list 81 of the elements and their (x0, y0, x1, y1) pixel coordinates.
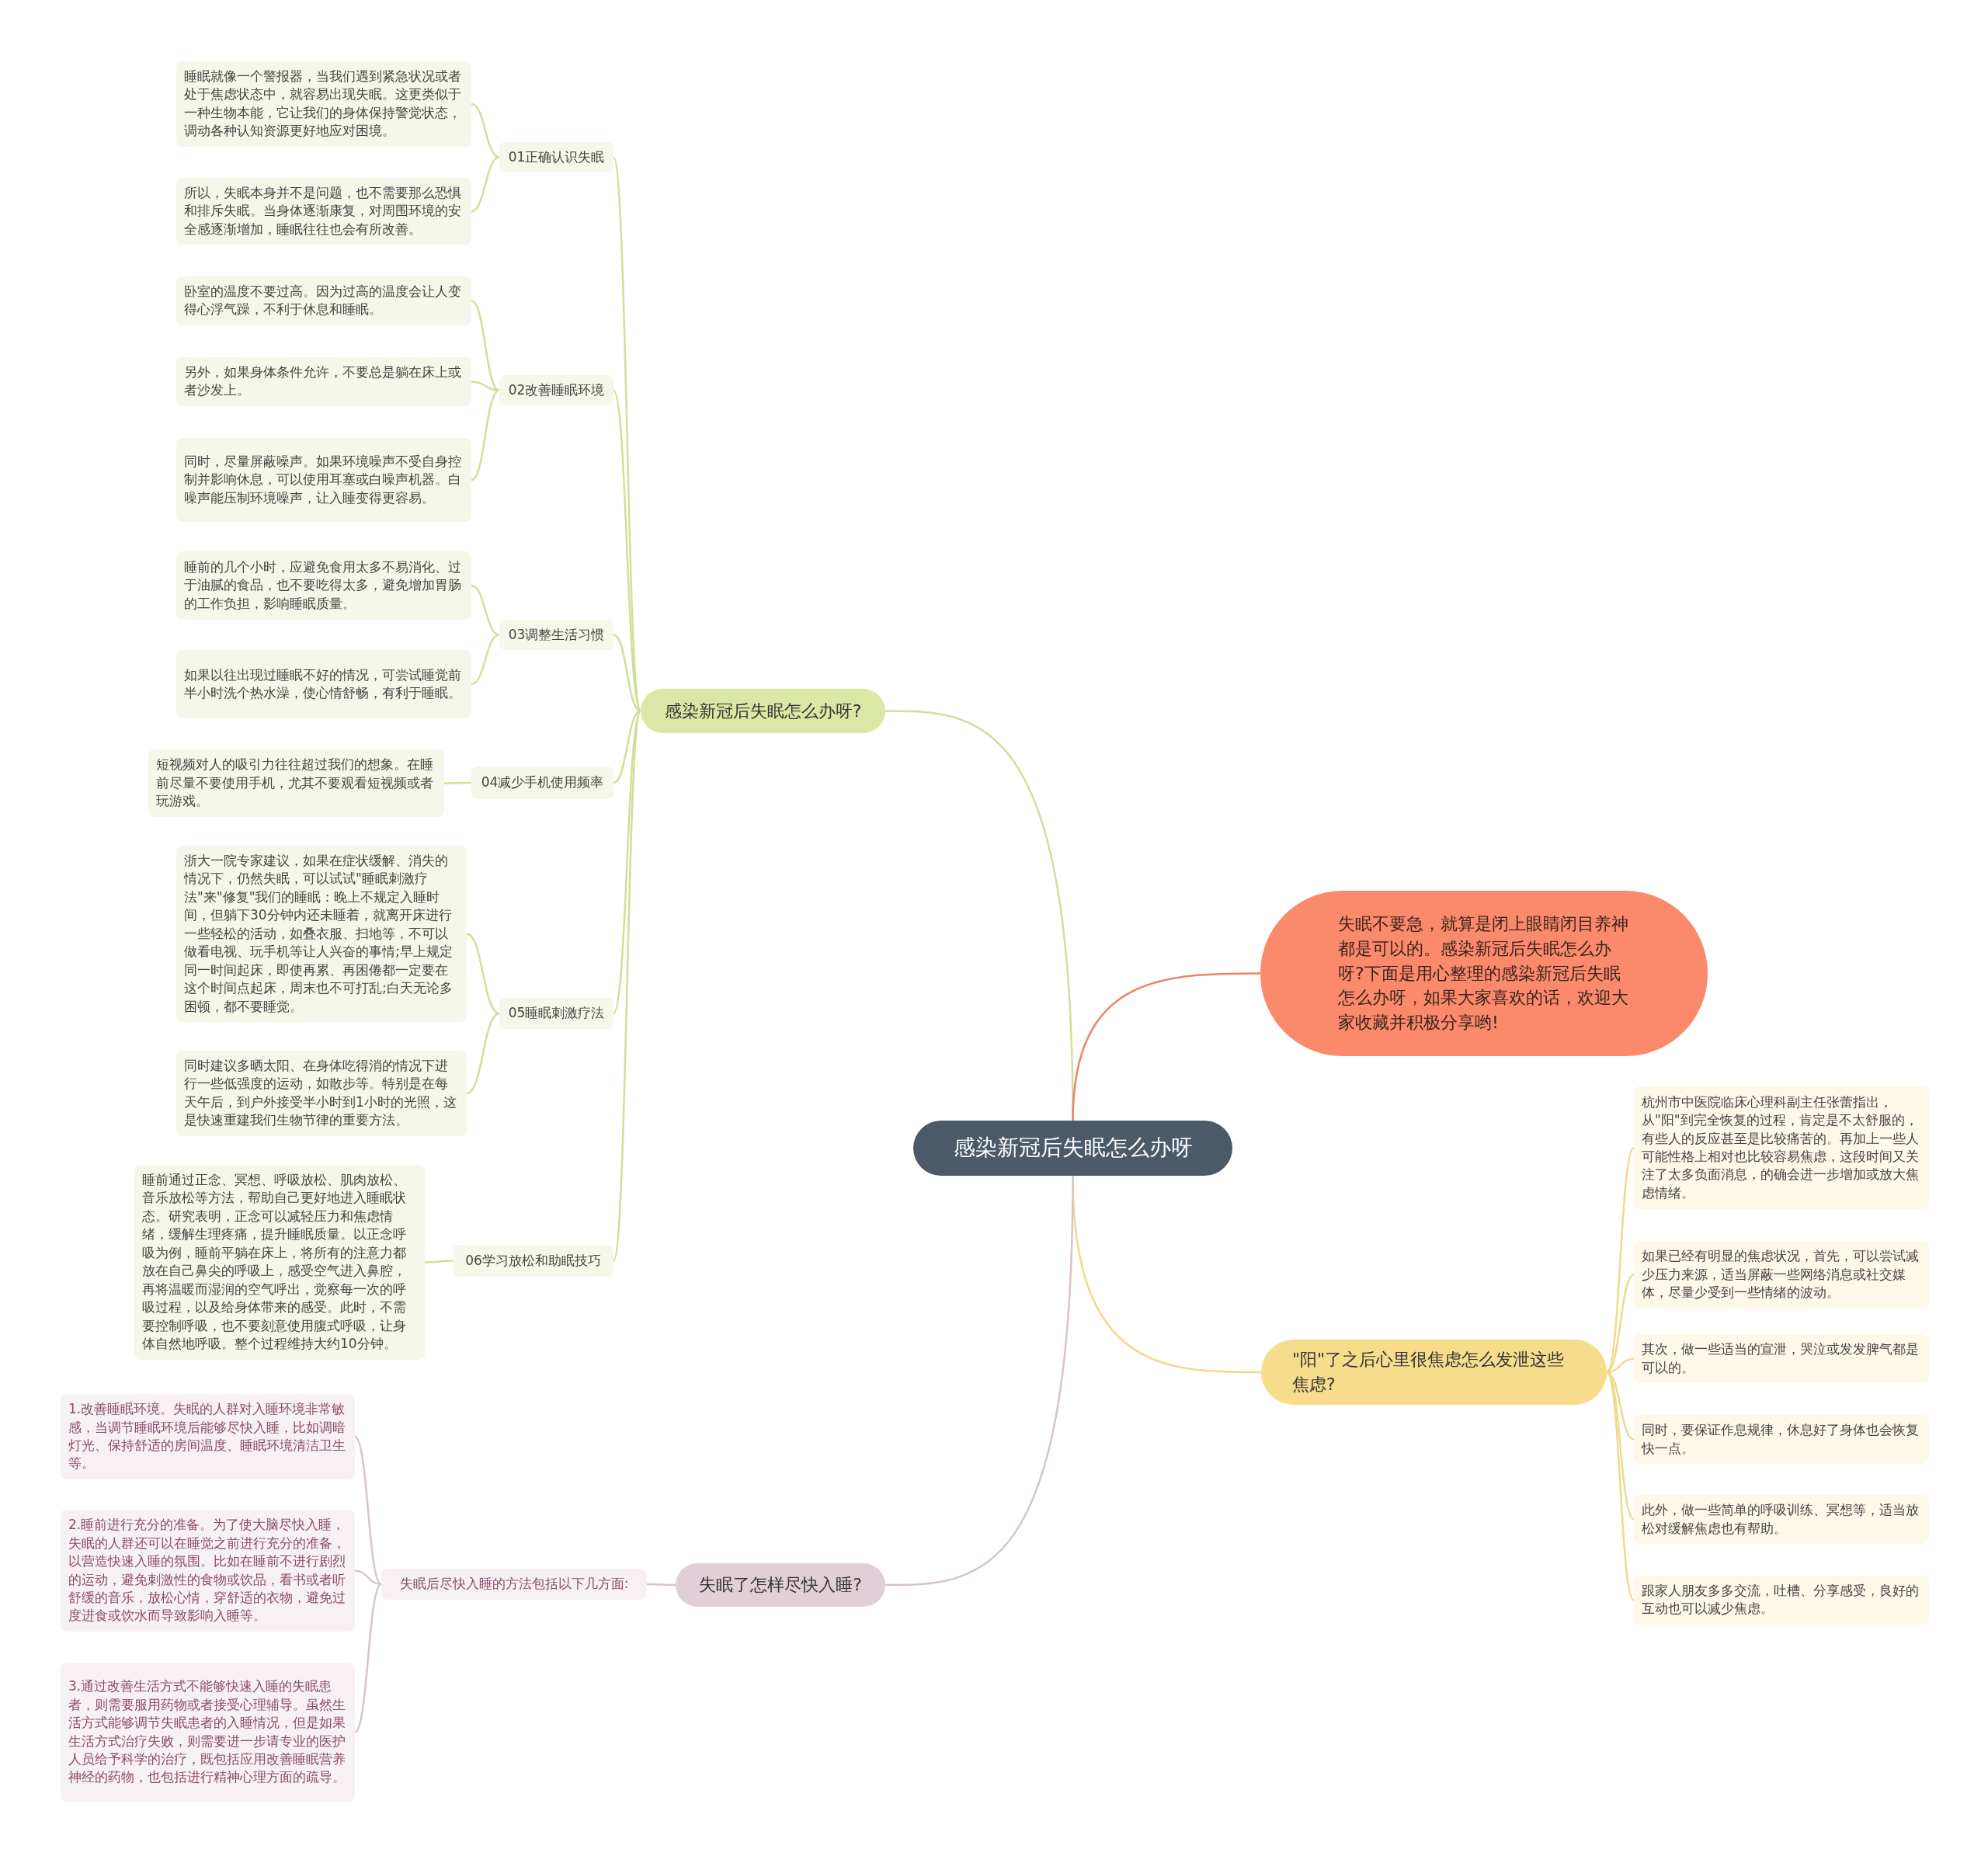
subtopic (471, 766, 613, 799)
connector-line (1606, 1371, 1635, 1521)
note-card (1634, 1086, 1929, 1209)
note-card (176, 357, 471, 406)
note-card (176, 1051, 467, 1136)
connector-line (471, 103, 500, 158)
note-card (1634, 1241, 1929, 1309)
note-card-text: 2.睡前进行充分的准备。为了使大脑尽快入睡，失眠的人群还可以在睡觉之前进行充分的准备，以营造快速入睡的氛围。比如在睡前不进行剧烈的运动，避免刺激性的食物或饮品，看书或者听舒缓的音乐，放松心情，穿舒适的衣物，避免过度进食或饮水而导致影响入睡等。 (68, 1516, 346, 1625)
connector-line (466, 933, 500, 1015)
connector-line (1605, 1371, 1635, 1601)
subtopic (499, 998, 613, 1029)
subtopic (499, 375, 613, 405)
note-card-text: 如果以往出现过睡眠不好的情况，可尝试睡觉前半小时洗个热水澡，使心情舒畅，有利于睡眠。 (184, 666, 462, 702)
connector-line (612, 711, 642, 1261)
note-card (1634, 1334, 1929, 1383)
note-card (176, 438, 471, 522)
subtopic (381, 1569, 647, 1600)
note-card (61, 1663, 355, 1802)
branch-topic-text: 失眠了怎样尽快入睡? (699, 1574, 862, 1597)
note-card (61, 1394, 355, 1479)
subtopic (499, 620, 613, 650)
note-card-text: 同时建议多晒太阳、在身体吃得消的情况下进行一些低强度的运动，如散步等。特别是在每天午后，到户外接受半小时到1小时的光照，这是快速重建我们生物节律的重要方法。 (184, 1057, 457, 1130)
note-card-text: 另外，如果身体条件允许，不要总是躺在床上或者沙发上。 (184, 363, 462, 400)
connector-line (466, 1012, 500, 1095)
note-card-text: 同时，要保证作息规律，休息好了身体也会恢复快一点。 (1642, 1421, 1920, 1458)
branch-topic-text: "阳"了之后心里很焦虑怎么发泄这些焦虑? (1292, 1349, 1566, 1396)
connector-line (471, 156, 500, 213)
connector-line (471, 300, 500, 391)
note-card-text: 睡前通过正念、冥想、呼吸放松、肌肉放松、音乐放松等方法，帮助自己更好地进入睡眠状态。研究表明，正念可以减轻压力和焦虑情绪，缓解生理疼痛，提升睡眠质量。以正念呼吸为例，睡前平躺在床上，将所有的注意力都放在自己鼻尖的呼吸上，感受空气进入鼻腔，再将温暖而湿润的空气呼出，觉察每一次的呼吸过程，以及给身体带来的感受。此时，不需要控制呼吸，也不要刻意使用腹式呼吸，让身体自然地呼吸。整个过程维持大约10分钟。 (142, 1171, 407, 1354)
connector-line (471, 634, 500, 686)
note-card-text: 1.改善睡眠环境。失眠的人群对入睡环境非常敏感，当调节睡眠环境后能够尽快入睡，比如调暗灯光、保持舒适的房间温度、睡眠环境清洁卫生等。 (68, 1400, 346, 1473)
branch-topic-text: 感染新冠后失眠怎么办呀? (664, 700, 862, 722)
branch-topic (676, 1563, 885, 1607)
note-card (176, 276, 471, 325)
connector-line (647, 1583, 676, 1587)
connector-line (354, 1436, 382, 1585)
connector-line (1605, 1147, 1635, 1373)
branch-topic (641, 689, 885, 733)
note-card (1634, 1415, 1929, 1464)
subtopic (453, 1245, 613, 1277)
intro-topic-text: 失眠不要急，就算是闭上眼睛闭目养神都是可以的。感染新冠后失眠怎么办呀?下面是用心整理的感染新冠后失眠怎么办呀，如果大家喜欢的话，欢迎大家收藏并积极分享哟! (1338, 912, 1629, 1034)
connector-line (444, 781, 471, 784)
subtopic-text: 失眠后尽快入睡的方法包括以下几方面: (399, 1575, 629, 1594)
note-card (61, 1510, 355, 1632)
note-card-text: 此外，做一些简单的呼吸训练、冥想等，适当放松对缓解焦虑也有帮助。 (1642, 1501, 1920, 1538)
note-card (1634, 1576, 1929, 1625)
note-card-text: 如果已经有明显的焦虑状况，首先，可以尝试减少压力来源，适当屏蔽一些网络消息或社交媒体，尽量少受到一些情绪的波动。 (1642, 1247, 1920, 1302)
subtopic-text: 04减少手机使用频率 (481, 773, 604, 792)
note-card (148, 749, 444, 817)
connector-line (613, 710, 641, 784)
subtopic-text: 01正确认识失眠 (508, 148, 605, 166)
connector-line (885, 1175, 1074, 1587)
subtopic-text: 06学习放松和助眠技巧 (465, 1251, 601, 1270)
connector-line (354, 1569, 382, 1586)
note-card-text: 同时，尽量屏蔽噪声。如果环境噪声不受自身控制并影响休息，可以使用耳塞或白噪声机器。白噪声能压制环境噪声，让入睡变得更容易。 (184, 452, 462, 507)
note-card-text: 杭州市中医院临床心理科副主任张蕾指出，从"阳"到完全恢复的过程，肯定是不太舒服的，有些人的反应甚至是比较痛苦的。再加上一些人可能性格上相对也比较容易焦虑，这段时间又关注了太多负面消息，的确会进一步增加或放大焦虑情绪。 (1642, 1093, 1920, 1202)
central-topic-text: 感染新冠后失眠怎么办呀 (953, 1134, 1193, 1163)
note-card-text: 睡前的几个小时，应避免食用太多不易消化、过于油腻的食品，也不要吃得太多，避免增加胃肠的工作负担，影响睡眠质量。 (184, 558, 462, 613)
note-card (176, 61, 471, 147)
connector-line (354, 1583, 382, 1733)
note-card-text: 浙大一院专家建议，如果在症状缓解、消失的情况下，仍然失眠，可以试试"睡眠刺激疗法"来"修复"我们的睡眠：晚上不规定入睡时间，但躺下30分钟内还未睡着，就离开床进行一些轻松的活动，如叠衣服、扫地等，不可以做看电视、玩手机等让人兴奋的事情;早上规定同一时间起床，即使再累、再困倦都一定要在这个时间点起床，周末也不可打乱;白天无论多困顿，都不要睡觉。 (184, 852, 454, 1016)
note-card-text: 其次，做一些适当的宣泄，哭泣或发发脾气都是可以的。 (1642, 1340, 1920, 1377)
connector-line (471, 389, 500, 481)
note-card (176, 650, 471, 718)
subtopic-text: 02改善睡眠环境 (508, 381, 605, 399)
connector-line (613, 634, 641, 712)
note-card (1634, 1495, 1929, 1544)
connector-line (425, 1260, 453, 1263)
connector-line (1072, 972, 1260, 1121)
note-card (176, 551, 471, 620)
note-card-text: 卧室的温度不要过高。因为过高的温度会让人变得心浮气躁，不利于休息和睡眠。 (184, 283, 462, 319)
subtopic-text: 05睡眠刺激疗法 (508, 1004, 605, 1023)
note-card-text: 所以，失眠本身并不是问题，也不需要那么恐惧和排斥失眠。当身体逐渐康复，对周围环境的安全感逐渐增加，睡眠往往也会有所改善。 (184, 184, 462, 238)
note-card-text: 3.通过改善生活方式不能够快速入睡的失眠患者，则需要服用药物或者接受心理辅导。虽然生活方式能够调节失眠患者的入睡情况，但是如果生活方式治疗失败，则需要进一步请专业的医护人员给予科学的治疗，既包括应用改善睡眠营养神经的药物，也包括进行精神心理方面的疏导。 (68, 1677, 346, 1787)
subtopic-text: 03调整生活习惯 (508, 625, 605, 644)
note-card-text: 短视频对人的吸引力往往超过我们的想象。在睡前尽量不要使用手机，尤其不要观看短视频或者玩游戏。 (156, 756, 434, 811)
note-card (176, 178, 471, 245)
subtopic (499, 142, 613, 172)
connector-line (471, 584, 500, 636)
note-card-text: 跟家人朋友多多交流，吐槽、分享感受，良好的互动也可以减少焦虑。 (1642, 1582, 1920, 1618)
note-card-text: 睡眠就像一个警报器，当我们遇到紧急状况或者处于焦虑状态中，就容易出现失眠。这更类似于一种生物本能，它让我们的身体保持警觉状态，调动各种认知资源更好地应对困境。 (184, 68, 462, 141)
